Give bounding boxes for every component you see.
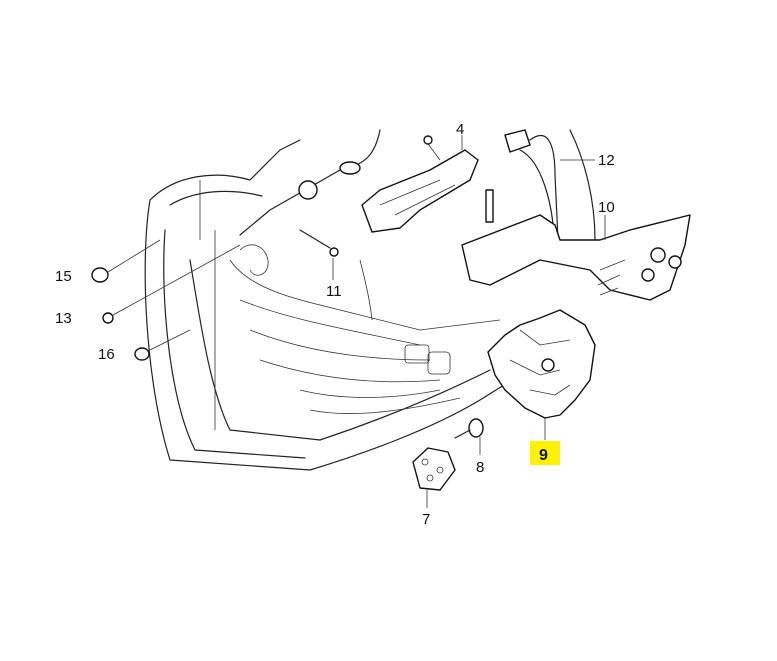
door-panel	[144, 129, 596, 471]
callout-10: 10	[598, 199, 615, 216]
callout-15: 15	[55, 268, 72, 285]
callout-11: 11	[326, 283, 342, 300]
small-fasteners	[91, 229, 339, 361]
leader-lines	[332, 135, 606, 508]
part-16-plug	[134, 347, 150, 361]
callout-9-highlight	[530, 441, 560, 465]
part-8-bolt	[454, 418, 484, 439]
part-11-screw	[329, 247, 339, 257]
part-9-lock-actuator	[487, 309, 596, 419]
callout-7: 7	[422, 511, 430, 528]
part-4-handle	[361, 135, 479, 233]
callout-4: 4	[456, 121, 464, 138]
part-7-striker	[412, 447, 456, 491]
callout-12: 12	[598, 152, 615, 169]
part-13-screw	[102, 312, 114, 324]
part-12-cable	[239, 129, 559, 241]
part-10-bracket	[461, 214, 691, 301]
callout-13: 13	[55, 310, 72, 327]
part-15-plug	[91, 267, 109, 283]
callout-16: 16	[98, 346, 115, 363]
callout-9: 9	[539, 447, 548, 464]
callout-8: 8	[476, 459, 484, 476]
